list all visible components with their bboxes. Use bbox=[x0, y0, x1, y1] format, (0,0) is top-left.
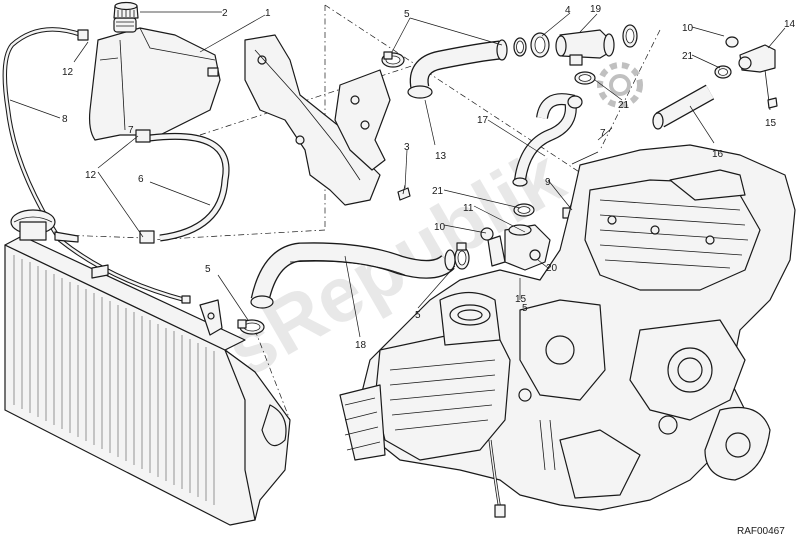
hose-clamps bbox=[237, 37, 527, 335]
callout-21-mid: 21 bbox=[432, 186, 444, 197]
callout-17: 17 bbox=[477, 115, 489, 126]
expansion-tank bbox=[88, 17, 221, 141]
callout-12-top: 12 bbox=[62, 67, 74, 78]
callout-21-top: 21 bbox=[618, 100, 630, 111]
callout-5-hose: 5 bbox=[415, 310, 421, 321]
callout-13: 13 bbox=[435, 151, 447, 162]
small-clamp bbox=[574, 71, 596, 85]
callout-6: 6 bbox=[138, 174, 144, 185]
hose-union bbox=[555, 29, 615, 66]
callout-2: 2 bbox=[222, 8, 228, 19]
callout-7-engine: 7 bbox=[600, 128, 606, 139]
callout-4: 4 bbox=[565, 5, 571, 16]
drawing-code: RAF00467 bbox=[737, 526, 785, 537]
callout-5-radiator: 5 bbox=[205, 264, 211, 275]
small-clamp bbox=[513, 203, 535, 217]
screw bbox=[767, 97, 778, 109]
small-clamp bbox=[480, 227, 494, 241]
hose-clamp bbox=[454, 242, 470, 270]
small-clamp bbox=[714, 65, 732, 79]
sealing-ring bbox=[530, 32, 550, 58]
callout-labels: 1 2 3 4 5 5 5 5 6 7 7 8 9 10 10 11 12 12… bbox=[62, 4, 796, 351]
callout-20: 20 bbox=[546, 263, 558, 274]
callout-15-mid: 15 bbox=[515, 294, 527, 305]
callout-9: 9 bbox=[545, 177, 551, 188]
callout-5-top: 5 bbox=[404, 9, 410, 20]
temperature-sensor bbox=[738, 44, 776, 111]
leader-lines bbox=[9, 11, 786, 338]
bypass-hose bbox=[512, 93, 583, 187]
callout-7-tank: 7 bbox=[128, 125, 134, 136]
callout-18: 18 bbox=[355, 340, 367, 351]
callout-5-engine: 5 bbox=[522, 303, 528, 314]
gear-icon bbox=[597, 62, 643, 108]
callout-8: 8 bbox=[62, 114, 68, 125]
callout-1: 1 bbox=[265, 8, 271, 19]
screw bbox=[397, 184, 411, 201]
callout-11: 11 bbox=[463, 203, 474, 214]
callout-10-top: 10 bbox=[682, 23, 694, 34]
hose-clamp bbox=[237, 319, 265, 335]
hose-clamp bbox=[513, 37, 527, 57]
small-clamp bbox=[725, 36, 739, 48]
callout-14: 14 bbox=[784, 19, 796, 30]
tank-hose bbox=[135, 129, 230, 244]
callout-10-mid: 10 bbox=[434, 222, 446, 233]
mounting-bracket bbox=[244, 34, 391, 206]
tank-cap bbox=[113, 1, 139, 19]
coolant-fitting bbox=[487, 224, 551, 271]
hose-clamp bbox=[381, 51, 405, 68]
radiator bbox=[4, 209, 291, 526]
upper-elbow-hose bbox=[407, 39, 508, 99]
sensor-hose bbox=[652, 84, 715, 130]
callout-15-right: 15 bbox=[765, 118, 777, 129]
hose-clamp bbox=[622, 24, 638, 48]
callout-21-right: 21 bbox=[682, 51, 694, 62]
callout-19: 19 bbox=[590, 4, 602, 15]
callout-3: 3 bbox=[404, 142, 410, 153]
callout-16: 16 bbox=[712, 149, 724, 160]
callout-12-bottom: 12 bbox=[85, 170, 97, 181]
engine bbox=[339, 144, 796, 518]
